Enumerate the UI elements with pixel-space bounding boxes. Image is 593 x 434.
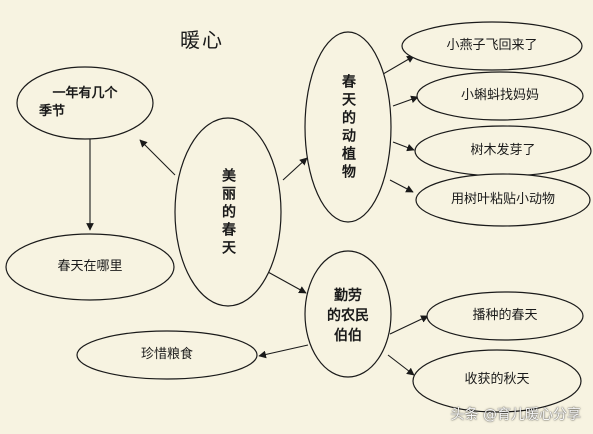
page-title: 暖心 <box>180 28 224 52</box>
farmers-label-line1: 勤劳 <box>334 288 362 304</box>
edge-center-to-seasons <box>139 139 176 176</box>
farmers-label-line3: 伯伯 <box>334 328 362 344</box>
node-seasons <box>16 66 154 140</box>
node-animal-item-2 <box>416 71 584 121</box>
node-farmer-item-1 <box>426 291 584 341</box>
grain-label: 珍惜粮食 <box>140 347 193 362</box>
watermark: 头条 @育儿暖心分享 <box>450 407 581 423</box>
node-grain <box>76 330 258 380</box>
animal-item-4-label: 用树叶粘贴小动物 <box>450 192 555 207</box>
center-label: 美丽的春天 <box>220 167 236 258</box>
edge-farmers-to-item-1 <box>389 315 429 335</box>
edge-center-to-animals <box>282 157 308 181</box>
animal-item-2-label: 小蝌蚪找妈妈 <box>460 88 539 103</box>
node-animal-item-4 <box>415 173 591 227</box>
node-animal-item-1 <box>401 21 583 71</box>
edge-farmers-to-grain <box>258 344 309 359</box>
node-farmer-item-2 <box>412 349 582 413</box>
seasons-label: 一年有几个 季节 <box>25 85 145 121</box>
node-center <box>174 117 282 307</box>
edge-center-to-farmers <box>267 271 307 294</box>
edge-animals-to-item-3 <box>392 141 415 152</box>
edge-animals-to-item-2 <box>392 95 419 107</box>
animals-label: 春天的动植物 <box>340 73 356 182</box>
farmer-item-1-label: 播种的春天 <box>472 308 538 323</box>
seasons-label-line2: 季节 <box>39 104 66 119</box>
farmers-label: 勤劳 的农民 伯伯 <box>318 286 378 346</box>
where-label: 春天在哪里 <box>57 259 123 274</box>
seasons-label-line1: 一年有几个 <box>52 86 118 101</box>
farmer-item-2-label: 收获的秋天 <box>464 372 530 387</box>
node-farmers <box>304 250 392 378</box>
farmers-label-line2: 的农民 <box>327 308 369 324</box>
node-where <box>5 233 175 301</box>
edge-animals-to-item-4 <box>389 179 414 193</box>
animal-item-3-label: 树木发芽了 <box>470 143 536 158</box>
edge-farmers-to-item-2 <box>387 354 415 376</box>
node-animals <box>304 31 392 223</box>
animal-item-1-label: 小燕子飞回来了 <box>446 38 538 53</box>
